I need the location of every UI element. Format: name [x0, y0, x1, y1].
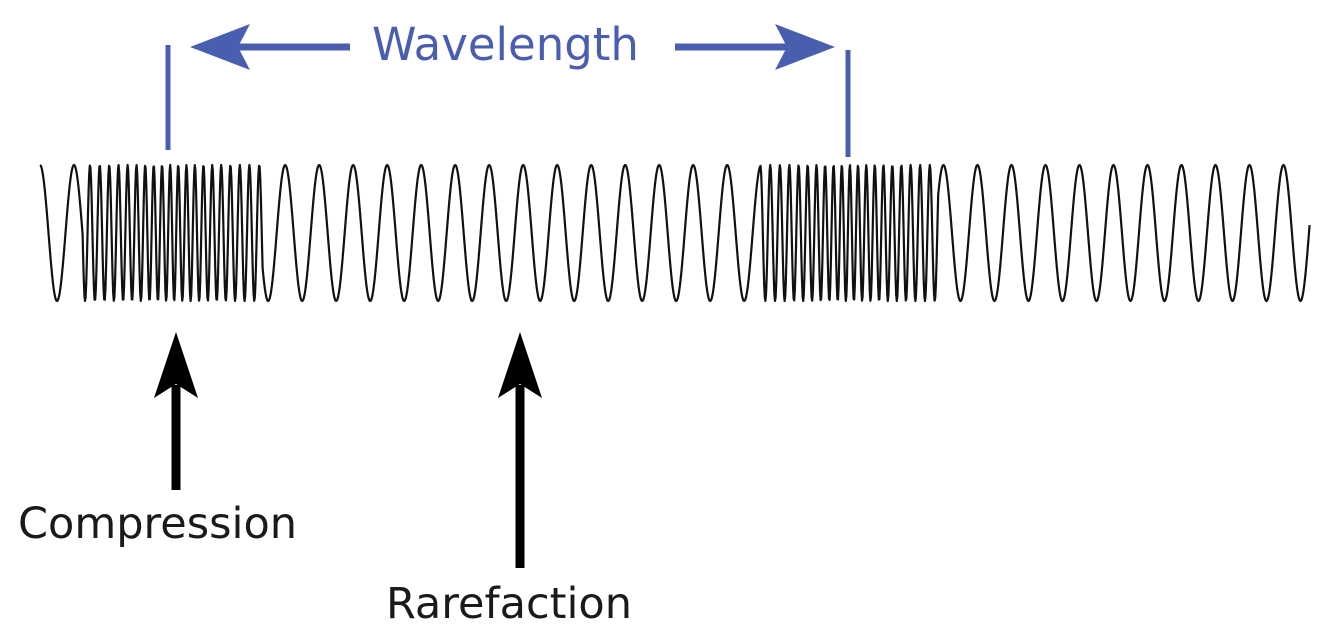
wavelength-label: Wavelength: [372, 18, 639, 71]
compression-label: Compression: [18, 499, 298, 549]
rarefaction-label: Rarefaction: [386, 579, 632, 629]
wavelength-right-arrowhead: [775, 24, 835, 70]
sound-wave: [39, 163, 1311, 303]
compression-arrow: [154, 332, 198, 490]
rarefaction-arrow: [498, 332, 542, 568]
wavelength-left-arrowhead: [190, 24, 250, 70]
wavelength-marker: [165, 24, 851, 157]
